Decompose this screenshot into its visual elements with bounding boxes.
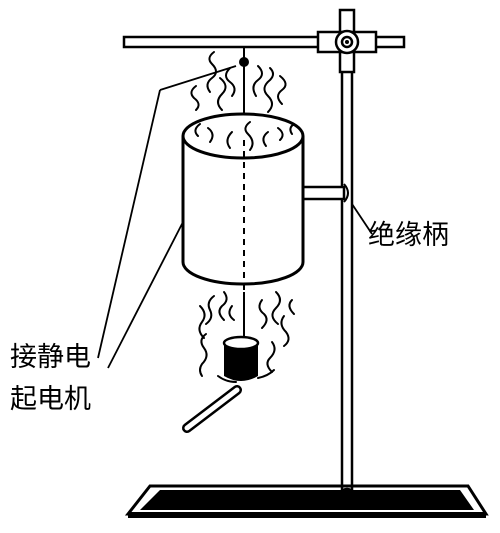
label-generator-line1: 接静电 xyxy=(10,342,91,373)
label-insulating-handle: 绝缘柄 xyxy=(368,220,449,251)
insulating-handle xyxy=(301,183,349,203)
paper-strips-top xyxy=(190,51,295,151)
generator-connector-rod xyxy=(182,385,242,433)
label-generator-line2: 起电机 xyxy=(10,384,91,415)
metal-cup xyxy=(222,335,260,381)
stand-rod xyxy=(337,50,357,495)
horizontal-bar xyxy=(122,35,406,49)
clamp-boss xyxy=(316,8,378,74)
paper-strips-bottom xyxy=(198,291,295,383)
metal-cylinder xyxy=(181,112,305,286)
leader-lines xyxy=(97,65,373,369)
stand-base xyxy=(124,484,489,518)
